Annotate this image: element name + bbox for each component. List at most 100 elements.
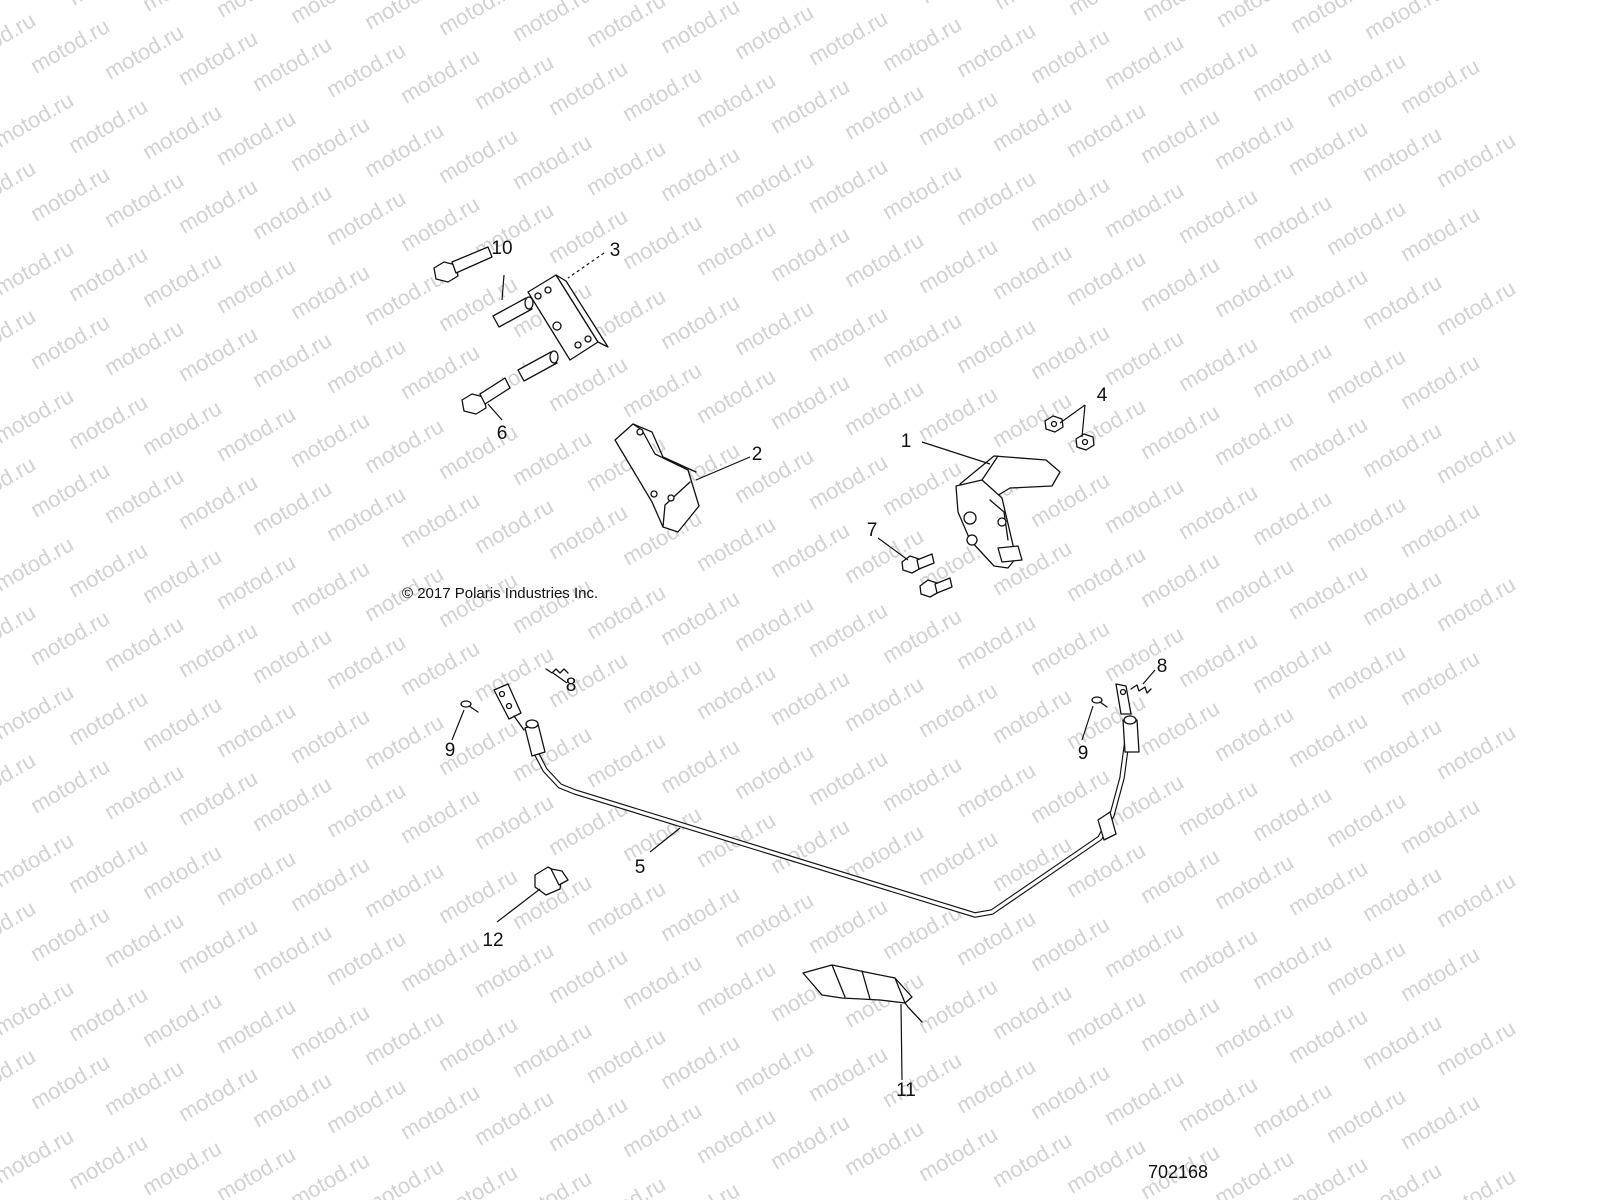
watermark-text: motod.ru: [1322, 639, 1410, 704]
watermark-text: motod.ru: [1062, 985, 1150, 1050]
watermark-text: motod.ru: [952, 313, 1040, 378]
cable-clevis-right: [1115, 683, 1132, 715]
spacer-lower: [517, 350, 559, 382]
watermark-text: motod.ru: [286, 999, 374, 1064]
watermark-text: motod.ru: [26, 605, 114, 670]
watermark-text: motod.ru: [1322, 195, 1410, 260]
callout-10: 10: [491, 238, 512, 259]
callout-11: 11: [896, 1080, 916, 1101]
watermark-text: motod.ru: [1432, 1163, 1520, 1200]
watermark-text: motod.ru: [1284, 115, 1372, 180]
watermark-text: motod.ru: [1248, 485, 1336, 550]
watermark-text: motod.ru: [1248, 929, 1336, 994]
watermark-text: motod.ru: [656, 289, 744, 354]
watermark-text: motod.ru: [470, 1085, 558, 1150]
watermark-text: motod.ru: [878, 603, 966, 668]
watermark-text: motod.ru: [730, 591, 818, 656]
watermark-text: motod.ru: [1026, 615, 1114, 680]
watermark-text: motod.ru: [1136, 695, 1224, 760]
watermark-text: motod.ru: [692, 215, 780, 280]
watermark-text: motod.ru: [1248, 781, 1336, 846]
watermark-text: motod.ru: [100, 463, 188, 528]
watermark-text: motod.ru: [396, 487, 484, 552]
watermark-text: motod.ru: [1100, 177, 1188, 242]
watermark-text: motod.ru: [1136, 843, 1224, 908]
watermark-text: motod.ru: [840, 227, 928, 292]
watermark-text: motod.ru: [1396, 1089, 1484, 1154]
nut-upper: [1044, 415, 1064, 433]
grommet: [534, 866, 569, 896]
watermark-text: motod.ru: [138, 247, 226, 312]
watermark-text: motod.ru: [286, 407, 374, 472]
watermark-text: motod.ru: [100, 759, 188, 824]
watermark-text: motod.ru: [840, 523, 928, 588]
watermark-text: motod.ru: [618, 653, 706, 718]
watermark-text: motod.ru: [1210, 257, 1298, 322]
watermark-text: motod.ru: [988, 1127, 1076, 1192]
watermark-text: motod.ru: [1136, 251, 1224, 316]
watermark-text: motod.ru: [286, 851, 374, 916]
watermark-text: motod.ru: [0, 383, 78, 448]
watermark-text: motod.ru: [766, 1109, 854, 1174]
watermark-text: motod.ru: [508, 0, 596, 46]
cable-clevis-left: [493, 683, 525, 731]
watermark-layer: motod.ru motod.ru motod.ru motod.ru motod.ru…: [0, 0, 1520, 1200]
watermark-text: motod.ru: [1432, 571, 1520, 636]
watermark-text: motod.ru: [1432, 423, 1520, 488]
callout-4: 4: [1097, 385, 1108, 406]
watermark-text: motod.ru: [804, 893, 892, 958]
watermark-text: motod.ru: [322, 1073, 410, 1138]
watermark-text: motod.ru: [730, 887, 818, 952]
watermark-text: motod.ru: [248, 771, 336, 836]
pin-left: [460, 700, 479, 713]
watermark-text: motod.ru: [840, 819, 928, 884]
watermark-text: motod.ru: [174, 617, 262, 682]
watermark-text: motod.ru: [322, 629, 410, 694]
watermark-text: motod.ru: [26, 309, 114, 374]
watermark-text: motod.ru: [582, 727, 670, 792]
watermark-text: motod.ru: [766, 369, 854, 434]
watermark-text: motod.ru: [0, 827, 78, 892]
watermark-text: motod.ru: [952, 17, 1040, 82]
watermark-text: motod.ru: [1100, 1065, 1188, 1130]
watermark-text: motod.ru: [0, 975, 78, 1040]
watermark-text: motod.ru: [1358, 861, 1446, 926]
watermark-text: motod.ru: [878, 307, 966, 372]
watermark-text: motod.ru: [914, 233, 1002, 298]
watermark-text: motod.ru: [1062, 1133, 1150, 1198]
watermark-text: motod.ru: [508, 1165, 596, 1200]
watermark-text: motod.ru: [26, 161, 114, 226]
watermark-text: motod.ru: [1432, 127, 1520, 192]
watermark-text: motod.ru: [1100, 917, 1188, 982]
watermark-text: motod.ru: [0, 235, 78, 300]
watermark-text: motod.ru: [656, 1177, 744, 1200]
watermark-text: motod.ru: [988, 979, 1076, 1044]
watermark-text: motod.ru: [1432, 719, 1520, 784]
watermark-text: motod.ru: [1248, 633, 1336, 698]
watermark-text: motod.ru: [1064, 0, 1152, 20]
watermark-text: motod.ru: [174, 765, 262, 830]
watermark-text: motod.ru: [1062, 97, 1150, 162]
watermark-text: motod.ru: [174, 913, 262, 978]
watermark-text: motod.ru: [582, 875, 670, 940]
watermark-text: motod.ru: [1026, 171, 1114, 236]
watermark-text: motod.ru: [1284, 411, 1372, 476]
watermark-text: motod.ru: [878, 455, 966, 520]
watermark-text: motod.ru: [766, 221, 854, 286]
watermark-text: motod.ru: [1174, 331, 1262, 396]
watermark-text: motod.ru: [174, 469, 262, 534]
watermark-text: motod.ru: [1026, 911, 1114, 976]
watermark-text: motod.ru: [1432, 867, 1520, 932]
watermark-text: motod.ru: [174, 173, 262, 238]
watermark-text: motod.ru: [730, 0, 818, 64]
watermark-text: motod.ru: [730, 443, 818, 508]
watermark-text: motod.ru: [286, 703, 374, 768]
watermark-text: motod.ru: [1322, 47, 1410, 112]
watermark-text: motod.ru: [544, 499, 632, 564]
watermark-text: motod.ru: [212, 401, 300, 466]
callout-6: 6: [497, 423, 508, 444]
watermark-text: motod.ru: [0, 679, 78, 744]
watermark-text: motod.ru: [100, 315, 188, 380]
watermark-text: motod.ru: [1174, 627, 1262, 692]
watermark-text: motod.ru: [1396, 793, 1484, 858]
